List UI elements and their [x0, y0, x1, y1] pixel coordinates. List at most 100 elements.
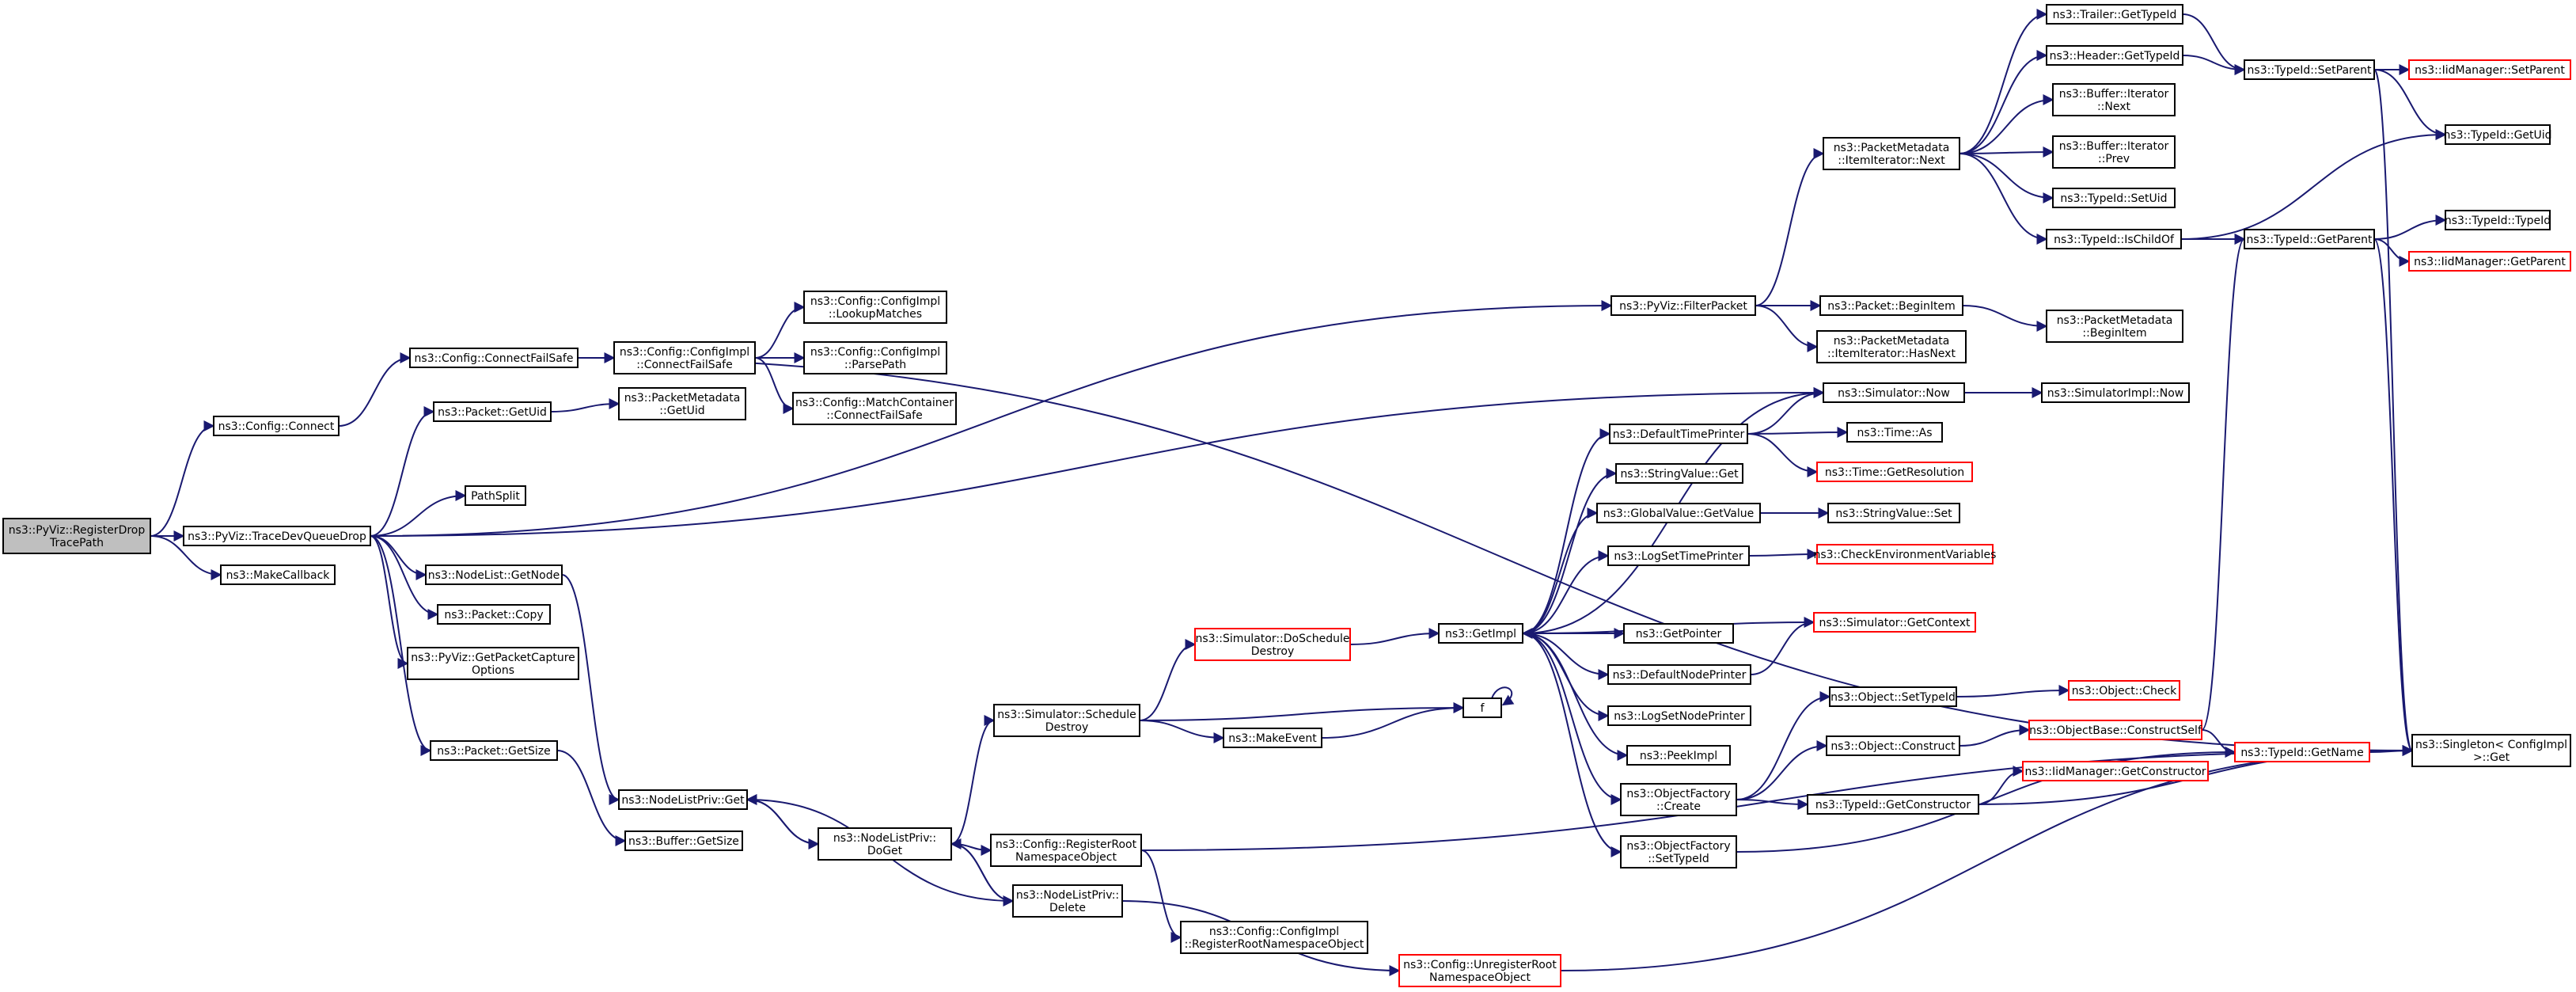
node-n52[interactable]: ns3::TypeId::GetName: [2234, 742, 2370, 762]
node-n5[interactable]: ns3::Config::ConfigImpl::ConnectFailSafe: [613, 341, 756, 374]
node-n23[interactable]: ns3::Config::RegisterRootNamespaceObject: [990, 834, 1142, 867]
node-n27[interactable]: ns3::GetImpl: [1438, 623, 1523, 644]
node-n1[interactable]: ns3::Config::Connect: [213, 416, 340, 436]
node-label: ns3::Simulator::Now: [1838, 387, 1950, 400]
node-n22[interactable]: f: [1463, 697, 1502, 718]
node-n54[interactable]: ns3::Packet::BeginItem: [1819, 295, 1963, 316]
node-n59[interactable]: ns3::Buffer::Iterator::Next: [2052, 83, 2176, 116]
node-n48[interactable]: ns3::Object::Construct: [1826, 735, 1960, 756]
node-n9[interactable]: ns3::Packet::GetUid: [433, 401, 552, 422]
node-n3[interactable]: ns3::MakeCallback: [220, 564, 336, 585]
node-n62[interactable]: ns3::TypeId::IsChildOf: [2046, 229, 2182, 249]
node-n53[interactable]: ns3::PacketMetadata::ItemIterator::Next: [1823, 137, 1960, 170]
node-n41[interactable]: ns3::Time::As: [1846, 422, 1943, 443]
node-n56[interactable]: ns3::PacketMetadata::BeginItem: [2046, 310, 2183, 343]
node-label: ns3::GetPointer: [1636, 628, 1722, 640]
edge-n53-n57: [1959, 9, 2048, 154]
node-n28[interactable]: ns3::PyViz::FilterPacket: [1610, 295, 1756, 316]
edge-n53-n59: [1959, 94, 2054, 154]
node-box: [2028, 720, 2202, 740]
node-n10[interactable]: ns3::PacketMetadata::GetUid: [618, 387, 746, 420]
node-n57[interactable]: ns3::Trailer::GetTypeId: [2046, 4, 2183, 25]
node-box: [2244, 59, 2375, 80]
node-n18[interactable]: ns3::NodeListPriv::DoGet: [818, 827, 952, 861]
edge-n53-n60: [1959, 146, 2054, 158]
node-n15[interactable]: ns3::Packet::GetSize: [430, 740, 558, 761]
node-n2[interactable]: ns3::PyViz::TraceDevQueueDrop: [183, 526, 371, 546]
node-n32[interactable]: ns3::LogSetTimePrinter: [1607, 545, 1750, 566]
node-label: ns3::Buffer::Iterator: [2059, 140, 2169, 153]
node-n13[interactable]: ns3::Packet::Copy: [437, 604, 551, 625]
node-n47[interactable]: ns3::Object::Check: [2068, 680, 2180, 701]
node-n51[interactable]: ns3::IidManager::GetConstructor: [2022, 761, 2209, 781]
node-n42[interactable]: ns3::Time::GetResolution: [1816, 462, 1973, 482]
node-n55[interactable]: ns3::PacketMetadata::ItemIterator::HasNe…: [1816, 330, 1967, 363]
edge-n29-n42: [1747, 433, 1819, 477]
edge-n66-n68: [2373, 238, 2411, 267]
node-n39[interactable]: ns3::Simulator::Now: [1823, 382, 1965, 403]
node-n65[interactable]: ns3::TypeId::GetUid: [2443, 124, 2552, 145]
node-n33[interactable]: ns3::GetPointer: [1623, 623, 1734, 644]
node-n58[interactable]: ns3::Header::GetTypeId: [2046, 45, 2183, 66]
edge-n9-n10: [550, 398, 620, 412]
node-n43[interactable]: ns3::StringValue::Set: [1827, 503, 1960, 523]
node-n66[interactable]: ns3::TypeId::GetParent: [2244, 229, 2375, 249]
node-n11[interactable]: PathSplit: [465, 485, 526, 506]
node-n69[interactable]: ns3::Singleton< ConfigImpl>::Get: [2411, 734, 2571, 767]
node-n64[interactable]: ns3::IidManager::SetParent: [2408, 59, 2571, 80]
node-label: ::ParsePath: [844, 359, 906, 371]
edge-n54-n56: [1962, 305, 2048, 332]
edge-n27-n38: [1522, 633, 1622, 857]
node-n26[interactable]: ns3::Config::UnregisterRootNamespaceObje…: [1398, 954, 1561, 987]
node-label: >::Get: [2473, 751, 2510, 764]
node-n50[interactable]: ns3::TypeId::GetConstructor: [1807, 794, 1979, 815]
node-n12[interactable]: ns3::NodeList::GetNode: [425, 564, 563, 585]
node-n46[interactable]: ns3::Object::SetTypeId: [1829, 686, 1957, 707]
node-box: [1607, 664, 1751, 685]
node-label: ns3::TypeId::GetName: [2240, 747, 2363, 759]
edge-n12-n16: [561, 574, 620, 805]
node-n63[interactable]: ns3::TypeId::SetParent: [2244, 59, 2375, 80]
node-n38[interactable]: ns3::ObjectFactory::SetTypeId: [1620, 835, 1737, 868]
node-n21[interactable]: ns3::MakeEvent: [1223, 728, 1322, 748]
node-label: ns3::ObjectFactory: [1626, 840, 1730, 853]
node-box: [1816, 330, 1967, 363]
node-n35[interactable]: ns3::LogSetNodePrinter: [1607, 705, 1751, 726]
edge-n24-n18: [950, 838, 1014, 902]
node-n68[interactable]: ns3::IidManager::GetParent: [2408, 251, 2571, 272]
node-n24[interactable]: ns3::NodeListPriv::Delete: [1012, 884, 1123, 918]
node-box: [803, 341, 947, 374]
node-n36[interactable]: ns3::PeekImpl: [1626, 745, 1731, 766]
node-n25[interactable]: ns3::Config::ConfigImpl::RegisterRootNam…: [1180, 921, 1368, 954]
edge-n2-n39: [370, 387, 1825, 537]
node-box: [430, 740, 558, 761]
node-n40[interactable]: ns3::SimulatorImpl::Now: [2041, 382, 2190, 403]
node-n44[interactable]: ns3::CheckEnvironmentVariables: [1814, 544, 1997, 564]
node-n29[interactable]: ns3::DefaultTimePrinter: [1609, 424, 1748, 444]
node-n17[interactable]: ns3::Buffer::GetSize: [624, 830, 743, 851]
node-n61[interactable]: ns3::TypeId::SetUid: [2052, 188, 2176, 208]
node-n49[interactable]: ns3::ObjectBase::ConstructSelf: [2028, 720, 2202, 740]
node-n8[interactable]: ns3::Config::MatchContainer::ConnectFail…: [792, 392, 957, 425]
node-label: ns3::Simulator::GetContext: [1819, 617, 1971, 629]
node-label: ns3::MakeCallback: [226, 569, 331, 582]
node-n4[interactable]: ns3::Config::ConnectFailSafe: [409, 348, 579, 368]
node-n67[interactable]: ns3::TypeId::TypeId: [2445, 210, 2551, 230]
node-box: [2046, 45, 2183, 66]
node-n45[interactable]: ns3::Simulator::GetContext: [1813, 612, 1976, 633]
node-n31[interactable]: ns3::GlobalValue::GetValue: [1596, 503, 1761, 523]
edge-n5-n6: [754, 302, 806, 359]
node-label: ns3::NodeList::GetNode: [428, 569, 560, 582]
node-n34[interactable]: ns3::DefaultNodePrinter: [1607, 664, 1751, 685]
node-n60[interactable]: ns3::Buffer::Iterator::Prev: [2052, 135, 2176, 169]
node-label: ns3::Header::GetTypeId: [2050, 50, 2180, 63]
node-n7[interactable]: ns3::Config::ConfigImpl::ParsePath: [803, 341, 947, 374]
node-n6[interactable]: ns3::Config::ConfigImpl::LookupMatches: [803, 291, 947, 324]
node-n37[interactable]: ns3::ObjectFactory::Create: [1620, 783, 1737, 816]
node-n30[interactable]: ns3::StringValue::Get: [1615, 463, 1743, 484]
node-n16[interactable]: ns3::NodeListPriv::Get: [618, 789, 748, 810]
